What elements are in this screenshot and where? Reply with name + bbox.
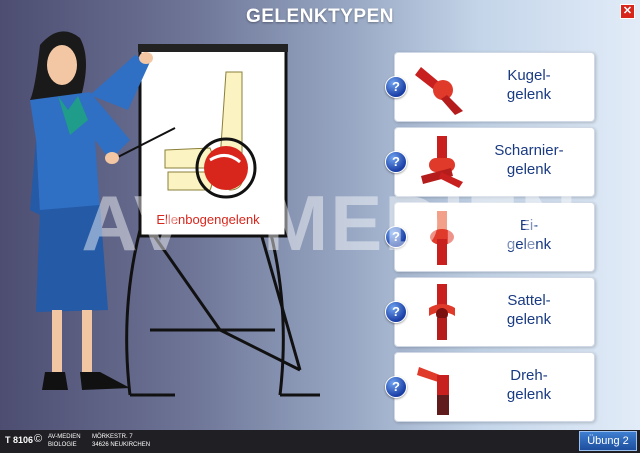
joint-card-scharnier[interactable]: Scharnier-gelenk: [394, 127, 595, 197]
joint-card-label: Dreh-gelenk: [506, 367, 552, 403]
question-button-ei[interactable]: ?: [385, 226, 407, 248]
close-icon[interactable]: ✕: [620, 4, 635, 19]
publisher-city: 34626 NEUKIRCHEN: [92, 442, 151, 448]
hinge-joint-icon: [421, 136, 463, 188]
joint-card-sattel[interactable]: Sattel-gelenk: [394, 277, 595, 347]
publisher-street: MÖRKESTR. 7: [92, 434, 133, 440]
subject-name: BIOLOGIE: [48, 442, 77, 448]
joint-card-label: Ei-gelenk: [506, 217, 552, 253]
question-button-scharnier[interactable]: ?: [385, 151, 407, 173]
joint-card-label: Scharnier-gelenk: [494, 142, 564, 178]
joint-card-dreh[interactable]: Dreh-gelenk: [394, 352, 595, 422]
easel-icon: [125, 229, 320, 397]
saddle-joint-icon: [429, 284, 455, 340]
ellipsoid-joint-icon: [430, 211, 454, 265]
copyright-icon: ©: [34, 433, 43, 445]
joint-card-ei[interactable]: Ei-gelenk: [394, 202, 595, 272]
flipchart-label: Ellenbogengelenk: [156, 212, 260, 227]
presenter-woman: [30, 31, 153, 390]
page-title: GELENKTYPEN: [245, 6, 395, 27]
elbow-bone-icon: [164, 71, 257, 199]
question-button-sattel[interactable]: ?: [385, 301, 407, 323]
joint-card-label: Sattel-gelenk: [506, 292, 552, 328]
publisher-name: AV-MEDIEN: [48, 434, 81, 440]
question-button-kugel[interactable]: ?: [385, 76, 407, 98]
product-code: T 8106: [5, 435, 34, 445]
footer-bar: T 8106 © AV-MEDIEN BIOLOGIE MÖRKESTR. 7 …: [0, 430, 640, 453]
ball-joint-icon: [415, 67, 463, 115]
presenter-illustration: [30, 31, 320, 397]
joint-card-label: Kugel-gelenk: [506, 67, 552, 103]
next-exercise-button[interactable]: Übung 2: [579, 431, 637, 451]
pivot-joint-icon: [417, 367, 449, 415]
question-button-dreh[interactable]: ?: [385, 376, 407, 398]
joint-card-kugel[interactable]: Kugel-gelenk: [394, 52, 595, 122]
